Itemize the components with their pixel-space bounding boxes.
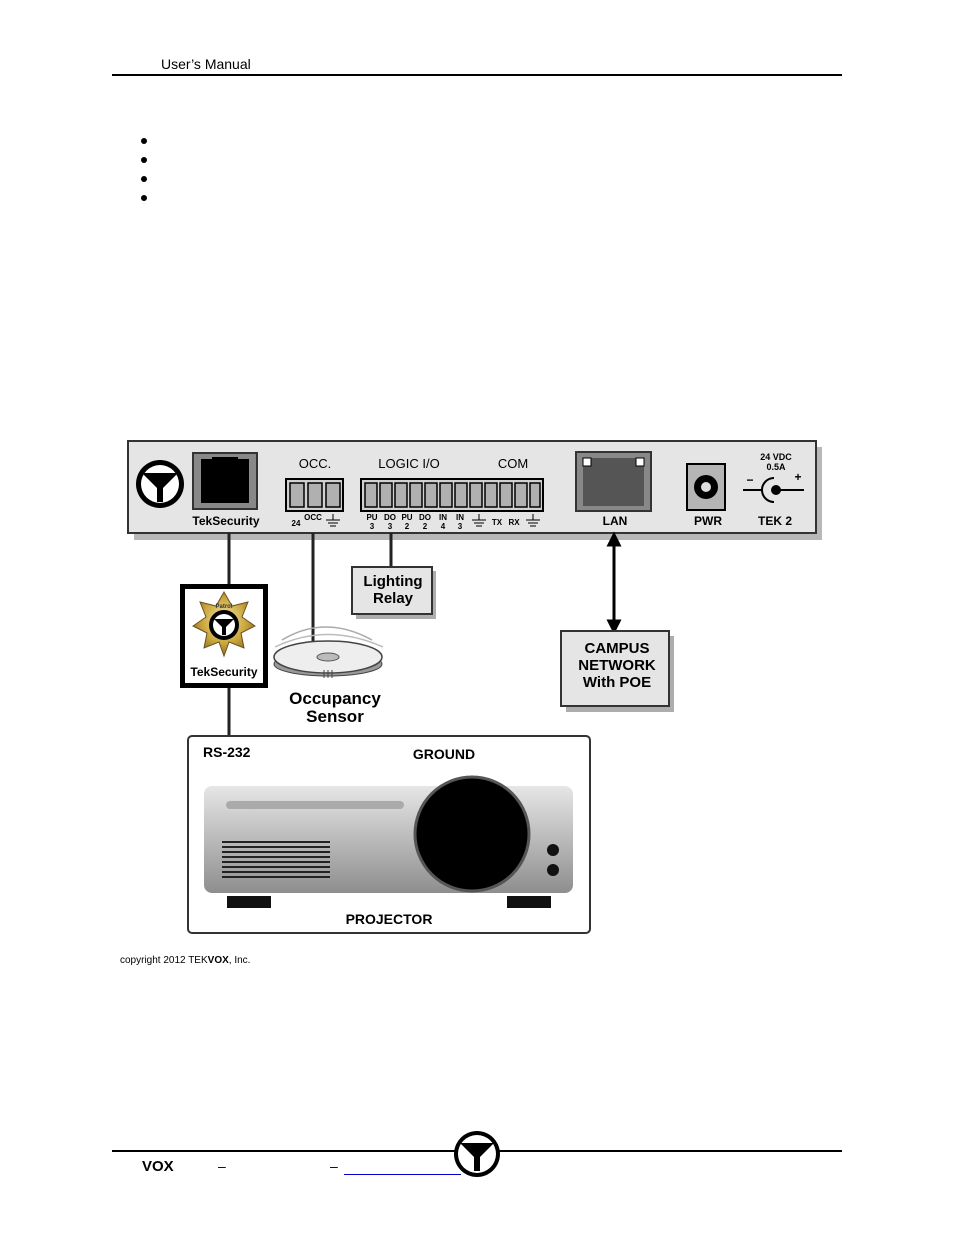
pin-in4-num: 4	[441, 522, 446, 531]
tekvox-logo-icon	[454, 1131, 500, 1177]
pin-in3-num: 3	[458, 522, 463, 531]
pin-rx: RX	[508, 518, 520, 527]
campus-network-line2: NETWORK	[578, 657, 656, 674]
badge-patrol-text: Patrol	[215, 604, 232, 610]
occupancy-sensor-line1: Occupancy	[289, 689, 381, 708]
power-spec-current: 0.5A	[766, 462, 786, 472]
pin-in4-name: IN	[439, 513, 447, 522]
header-title: User’s Manual	[161, 56, 251, 72]
pin-do3-num: 3	[388, 522, 393, 531]
pin-pu3-num: 3	[370, 522, 375, 531]
occupancy-sensor-line2: Sensor	[306, 707, 364, 726]
ground-symbol-icon	[472, 514, 486, 527]
badge-label: TekSecurity	[190, 665, 257, 679]
pin-pu3-name: PU	[366, 513, 377, 522]
pin-do2-name: DO	[419, 513, 431, 522]
occ-pin-24: 24	[292, 519, 301, 528]
pwr-label: PWR	[694, 514, 722, 528]
campus-network-box	[560, 630, 674, 712]
projector-name-label: PROJECTOR	[346, 911, 433, 927]
polarity-minus: −	[746, 473, 753, 487]
footer-link-underline[interactable]	[344, 1174, 461, 1175]
occupancy-sensor-icon	[273, 626, 384, 678]
copyright-brand: VOX	[207, 955, 229, 966]
projector-button-icon	[547, 844, 559, 856]
footer-vox: VOX	[142, 1158, 174, 1175]
occ-terminal-block	[285, 478, 344, 512]
projector-lens-icon	[413, 775, 531, 893]
lan-port	[575, 451, 652, 512]
pin-do2-num: 2	[423, 522, 428, 531]
header-rule	[112, 74, 842, 76]
tekvox-logo-icon	[136, 460, 184, 508]
patrol-star-icon	[192, 590, 256, 658]
model-label: TEK 2	[758, 514, 792, 528]
projector-rs232-label: RS-232	[203, 744, 251, 760]
connection-wires	[227, 533, 393, 738]
teksecurity-port-label: TekSecurity	[192, 514, 259, 528]
projector-ground-label: GROUND	[413, 746, 475, 762]
copyright-notice: copyright 2012 TEKVOX, Inc.	[120, 955, 250, 966]
pin-pu2-name: PU	[401, 513, 412, 522]
lighting-relay-line2: Relay	[373, 590, 414, 607]
campus-network-line3: With POE	[583, 674, 651, 691]
polarity-symbol-icon	[743, 477, 804, 503]
pin-in3-name: IN	[456, 513, 464, 522]
polarity-plus: +	[794, 470, 801, 484]
projector-button-icon	[547, 864, 559, 876]
connection-diagram: TekSecurity OCC. 24 OCC LOGIC I/O COM PU…	[127, 440, 822, 934]
pin-pu2-num: 2	[405, 522, 410, 531]
occ-header: OCC.	[299, 456, 332, 471]
power-jack	[686, 463, 726, 511]
copyright-suffix: , Inc.	[228, 955, 251, 966]
lan-label: LAN	[603, 514, 628, 528]
com-header: COM	[498, 456, 528, 471]
rj45-port	[192, 452, 258, 510]
copyright-prefix: copyright 2012 TEK	[120, 955, 208, 966]
lighting-relay-box	[351, 566, 436, 619]
logic-com-terminal-block	[360, 478, 544, 512]
campus-network-line1: CAMPUS	[584, 640, 649, 657]
logic-io-header: LOGIC I/O	[378, 456, 439, 471]
pin-tx: TX	[492, 518, 503, 527]
pin-do3-name: DO	[384, 513, 396, 522]
ground-symbol-icon	[326, 514, 340, 527]
footer-dash: –	[218, 1158, 226, 1174]
occ-pin-occ: OCC	[304, 513, 322, 522]
power-spec-voltage: 24 VDC	[760, 452, 792, 462]
lighting-relay-line1: Lighting	[363, 573, 422, 590]
ground-symbol-icon	[526, 514, 540, 527]
footer-dash: –	[330, 1158, 338, 1174]
